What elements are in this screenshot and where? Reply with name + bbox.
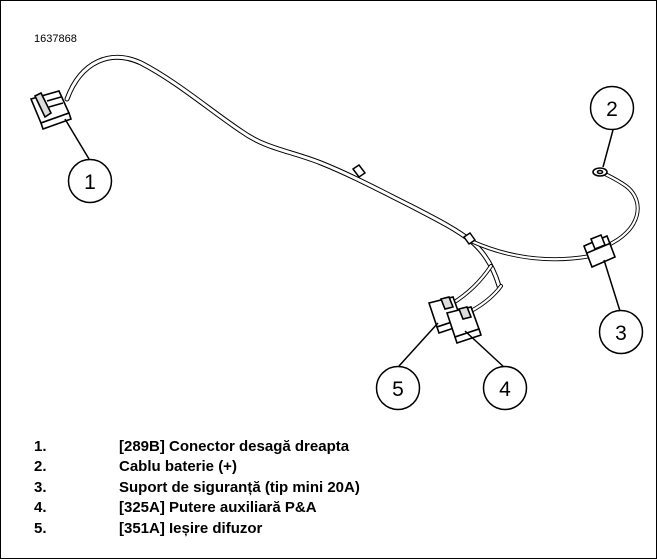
legend-item: 1. [289B] Conector desagă dreapta — [34, 437, 360, 457]
legend-text: Suport de siguranță (tip mini 20A) — [119, 478, 360, 496]
legend-text: [325A] Putere auxiliară P&A — [119, 499, 317, 517]
callout-leaders — [64, 118, 621, 369]
legend-item: 4. [325A] Putere auxiliară P&A — [34, 498, 360, 518]
legend-list: 1. [289B] Conector desagă dreapta 2. Cab… — [34, 437, 360, 539]
legend-text: [289B] Conector desagă dreapta — [119, 438, 350, 455]
legend-text: [351A] Ieșire difuzor — [119, 519, 263, 537]
svg-text:1: 1 — [84, 171, 96, 194]
harness-clip-lower — [462, 231, 477, 246]
legend-number: 2. — [34, 458, 47, 476]
auxiliary-power-connector — [445, 306, 483, 345]
callout-5: 5 — [375, 365, 421, 411]
callout-2: 2 — [589, 85, 635, 131]
svg-text:5: 5 — [392, 378, 404, 401]
legend-item: 5. [351A] Ieșire difuzor — [34, 519, 360, 539]
ring-terminal — [592, 167, 608, 177]
main-harness-cable — [64, 54, 640, 313]
legend-number: 3. — [34, 478, 47, 496]
callout-3: 3 — [598, 309, 644, 355]
callout-1: 1 — [67, 158, 113, 204]
harness-clip-upper — [351, 163, 367, 179]
figure-id: 1637868 — [34, 33, 77, 45]
legend-number: 1. — [34, 438, 47, 455]
svg-text:4: 4 — [499, 378, 511, 401]
legend-item: 2. Cablu baterie (+) — [34, 457, 360, 477]
legend-number: 4. — [34, 499, 47, 517]
legend-text: Cablu baterie (+) — [119, 458, 237, 476]
legend-number: 5. — [34, 519, 47, 537]
saddlebag-connector — [29, 90, 73, 131]
wiring-harness-illustration: 1 2 3 4 5 — [29, 54, 644, 411]
legend-item: 3. Suport de siguranță (tip mini 20A) — [34, 478, 360, 498]
svg-text:3: 3 — [615, 322, 627, 345]
callout-4: 4 — [482, 365, 528, 411]
fuse-holder — [582, 233, 617, 269]
svg-text:2: 2 — [606, 98, 618, 121]
